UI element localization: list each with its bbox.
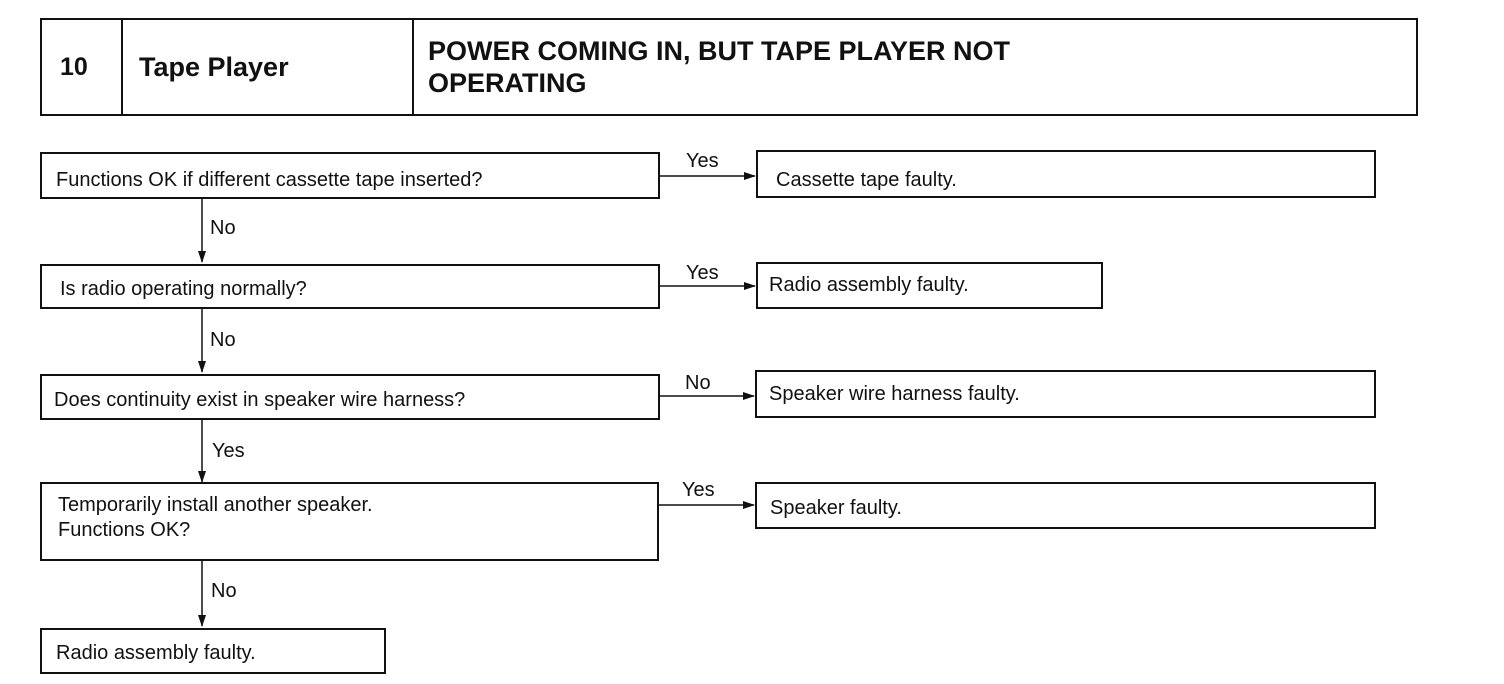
question-text-2: Is radio operating normally?	[60, 278, 307, 300]
header-table: 10 Tape Player POWER COMING IN, BUT TAPE…	[40, 18, 1418, 116]
question-line-4a: Temporarily install another speaker.	[58, 494, 373, 516]
section-number: 10	[42, 20, 123, 114]
flow-label-4: No	[211, 580, 237, 602]
flow-label-3: Yes	[212, 440, 245, 462]
question-text-1: Functions OK if different cassette tape …	[56, 168, 483, 191]
result-box-4: Speaker faulty.	[755, 482, 1376, 529]
final-result-box: Radio assembly faulty.	[40, 628, 386, 674]
symptom-title: POWER COMING IN, BUT TAPE PLAYER NOT OPE…	[414, 20, 1416, 114]
question-text-3: Does continuity exist in speaker wire ha…	[54, 388, 466, 411]
flow-label-2: No	[210, 329, 236, 351]
branch-label-2: Yes	[686, 262, 719, 284]
flow-label-1: No	[210, 217, 236, 239]
final-result-text: Radio assembly faulty.	[56, 641, 256, 664]
result-box-2: Radio assembly faulty.	[756, 262, 1103, 309]
question-line-4b: Functions OK?	[58, 519, 191, 541]
result-box-3: Speaker wire harness faulty.	[755, 370, 1376, 418]
branch-label-3: No	[685, 372, 711, 394]
result-text-4: Speaker faulty.	[770, 497, 902, 519]
question-text-4: Temporarily install another speaker. Fun…	[58, 484, 373, 543]
question-box-4: Temporarily install another speaker. Fun…	[40, 482, 659, 561]
system-name: Tape Player	[123, 20, 414, 114]
branch-label-4: Yes	[682, 479, 715, 501]
symptom-title-text: POWER COMING IN, BUT TAPE PLAYER NOT OPE…	[428, 36, 1011, 98]
result-text-2: Radio assembly faulty.	[769, 274, 969, 296]
question-box-3: Does continuity exist in speaker wire ha…	[40, 374, 660, 420]
result-text-1: Cassette tape faulty.	[776, 168, 957, 191]
result-text-3: Speaker wire harness faulty.	[769, 382, 1020, 405]
result-box-1: Cassette tape faulty.	[756, 150, 1376, 198]
question-box-1: Functions OK if different cassette tape …	[40, 152, 660, 199]
question-box-2: Is radio operating normally?	[40, 264, 660, 309]
branch-label-1: Yes	[686, 150, 719, 172]
